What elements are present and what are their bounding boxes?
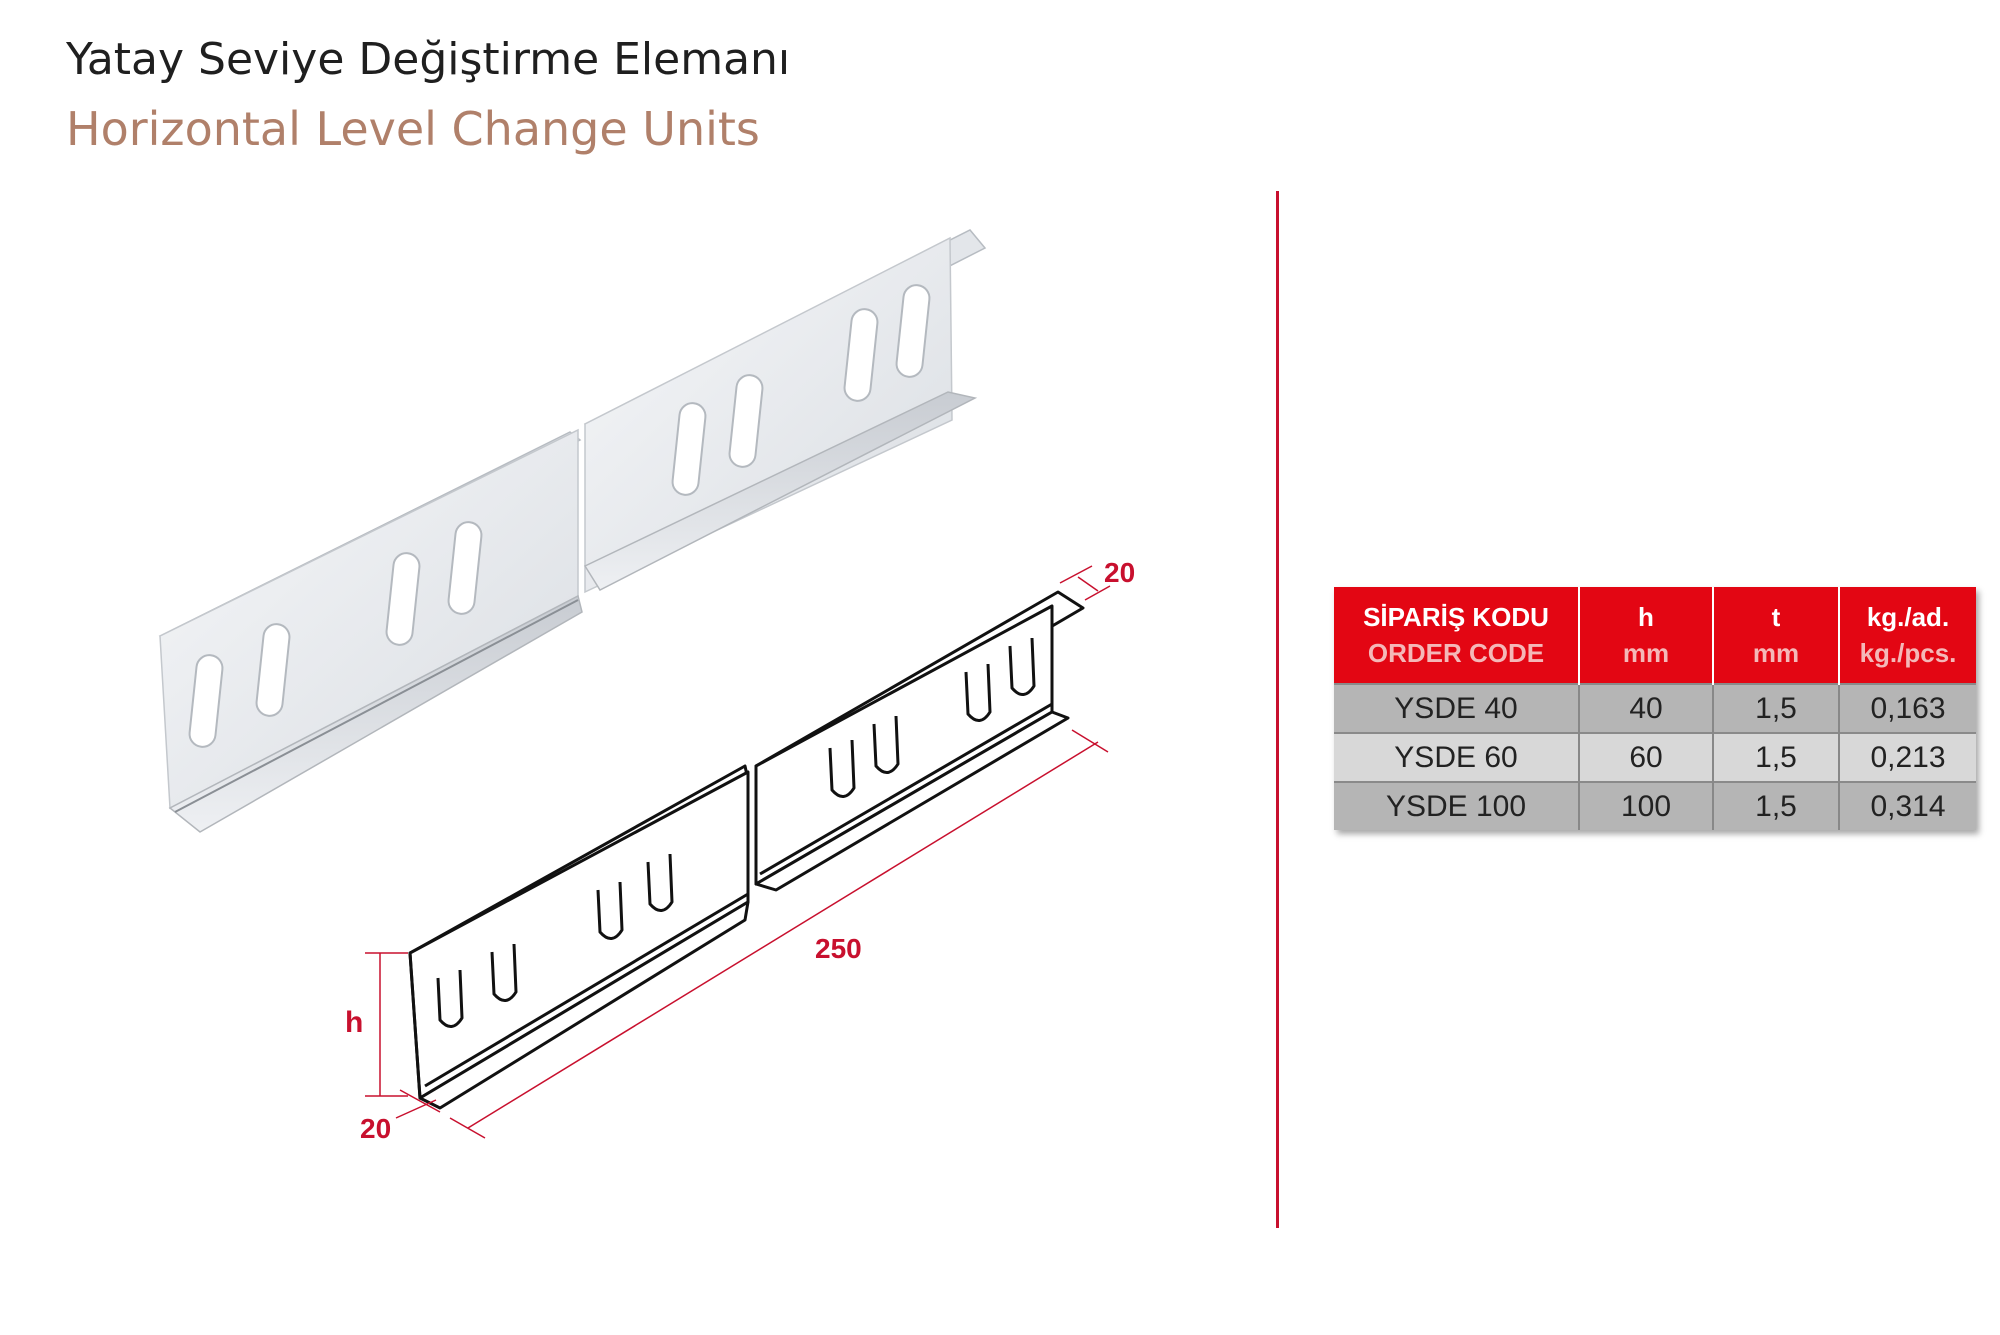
cell-kg: 0,213 — [1839, 732, 1976, 782]
cell-code: YSDE 40 — [1334, 683, 1580, 733]
dim-bottom-label: 20 — [360, 1113, 391, 1144]
page-title: Yatay Seviye Değiştirme Elemanı — [66, 34, 791, 85]
cell-code: YSDE 60 — [1334, 732, 1580, 782]
spec-table: SİPARİŞ KODU ORDER CODE h mm t mm kg./ad… — [1334, 587, 1976, 830]
header-weight: kg./ad. kg./pcs. — [1839, 587, 1976, 684]
cell-t: 1,5 — [1713, 781, 1840, 830]
cell-t: 1,5 — [1713, 683, 1840, 733]
header-main: h — [1638, 602, 1654, 632]
technical-drawing — [408, 590, 1085, 1110]
cell-kg: 0,314 — [1839, 781, 1976, 830]
page-subtitle: Horizontal Level Change Units — [66, 102, 760, 156]
cell-h: 100 — [1579, 781, 1714, 830]
dim-height-label: h — [345, 1006, 363, 1039]
header-sub: kg./pcs. — [1859, 638, 1957, 668]
cell-code: YSDE 100 — [1334, 781, 1580, 830]
dimension-lines — [365, 565, 1111, 1139]
header-sub: mm — [1622, 638, 1670, 668]
table-row: YSDE 40 40 1,5 0,163 — [1334, 683, 1976, 733]
table-row: YSDE 100 100 1,5 0,314 — [1334, 781, 1976, 830]
cell-h: 40 — [1579, 683, 1714, 733]
header-t: t mm — [1713, 587, 1840, 684]
dim-length-label: 250 — [815, 933, 862, 964]
vertical-divider — [1276, 191, 1279, 1228]
header-main: SİPARİŞ KODU — [1363, 602, 1549, 632]
header-h: h mm — [1579, 587, 1714, 684]
table-row: YSDE 60 60 1,5 0,213 — [1334, 732, 1976, 782]
cell-h: 60 — [1579, 732, 1714, 782]
rendered-part — [158, 229, 987, 833]
table-header-row: SİPARİŞ KODU ORDER CODE h mm t mm kg./ad… — [1334, 587, 1976, 684]
dim-top-label: 20 — [1104, 557, 1135, 588]
header-main: kg./ad. — [1866, 602, 1950, 632]
header-sub: mm — [1752, 638, 1800, 668]
header-sub: ORDER CODE — [1367, 638, 1545, 668]
cell-t: 1,5 — [1713, 732, 1840, 782]
header-order-code: SİPARİŞ KODU ORDER CODE — [1334, 587, 1580, 684]
product-illustration: 20 250 h 20 — [158, 229, 1135, 1144]
cell-kg: 0,163 — [1839, 683, 1976, 733]
header-main: t — [1771, 602, 1781, 632]
